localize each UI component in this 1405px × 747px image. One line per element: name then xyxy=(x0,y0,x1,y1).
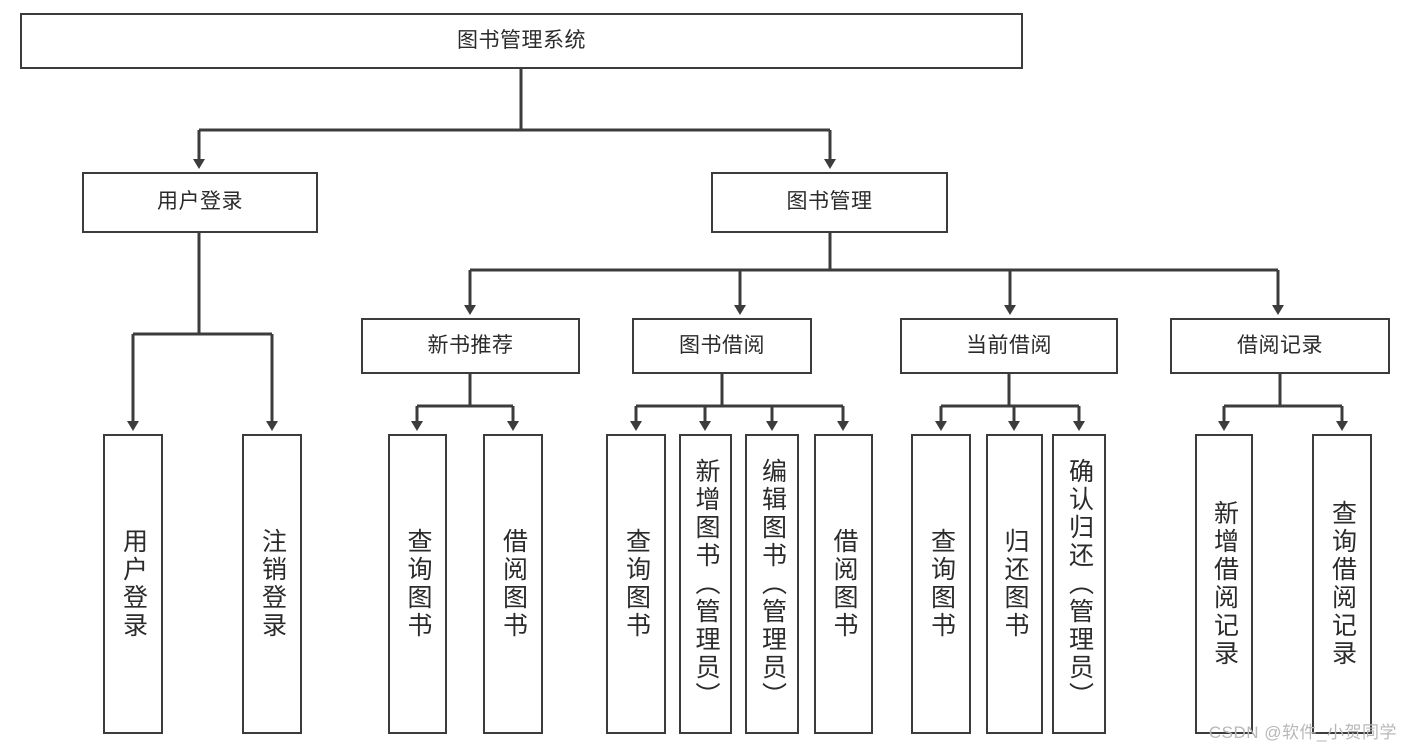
node-new-book-recommend[interactable]: 新书推荐 xyxy=(361,318,580,374)
leaf-node[interactable]: 用户登录 xyxy=(103,434,163,734)
leaf-node[interactable]: 借阅图书 xyxy=(483,434,543,734)
node-user-login[interactable]: 用户登录 xyxy=(82,172,318,233)
node-new-book-recommend-label: 新书推荐 xyxy=(427,333,514,357)
leaf-node[interactable]: 查询图书 xyxy=(911,434,971,734)
node-book-borrow-label: 图书借阅 xyxy=(679,333,765,357)
leaf-node-label: 借阅图书 xyxy=(499,528,528,640)
node-root[interactable]: 图书管理系统 xyxy=(20,13,1023,69)
leaf-node-label: 查询图书 xyxy=(927,528,956,640)
leaf-node[interactable]: 归还图书 xyxy=(986,434,1043,734)
node-borrow-record[interactable]: 借阅记录 xyxy=(1170,318,1390,374)
leaf-node[interactable]: 新增图书（管理员） xyxy=(679,434,732,734)
leaf-node-label: 用户登录 xyxy=(119,528,148,640)
node-book-management-label: 图书管理 xyxy=(786,190,873,214)
leaf-node[interactable]: 查询图书 xyxy=(606,434,666,734)
node-borrow-record-label: 借阅记录 xyxy=(1237,333,1323,357)
leaf-node[interactable]: 新增借阅记录 xyxy=(1195,434,1253,734)
node-root-label: 图书管理系统 xyxy=(457,28,586,52)
leaf-node-label: 新增借阅记录 xyxy=(1210,500,1239,668)
leaf-node[interactable]: 编辑图书（管理员） xyxy=(745,434,799,734)
node-current-borrow-label: 当前借阅 xyxy=(966,333,1052,357)
leaf-node-label: 查询借阅记录 xyxy=(1328,500,1357,668)
node-user-login-label: 用户登录 xyxy=(157,190,243,214)
leaf-node-label: 查询图书 xyxy=(404,528,432,640)
leaf-node[interactable]: 借阅图书 xyxy=(814,434,873,734)
leaf-node[interactable]: 查询借阅记录 xyxy=(1312,434,1372,734)
leaf-node-label: 注销登录 xyxy=(258,528,287,640)
leaf-node-label: 查询图书 xyxy=(622,528,651,640)
node-book-borrow[interactable]: 图书借阅 xyxy=(632,318,812,374)
node-book-management[interactable]: 图书管理 xyxy=(711,172,948,233)
leaf-node-label: 归还图书 xyxy=(1001,528,1029,640)
leaf-node-label: 借阅图书 xyxy=(830,528,858,640)
leaf-node[interactable]: 查询图书 xyxy=(388,434,447,734)
leaf-node-label: 确认归还（管理员） xyxy=(1065,458,1094,710)
leaf-node-label: 新增图书（管理员） xyxy=(692,458,720,710)
leaf-node[interactable]: 注销登录 xyxy=(242,434,302,734)
watermark-text: CSDN @软件_小贺同学 xyxy=(1208,723,1397,742)
node-current-borrow[interactable]: 当前借阅 xyxy=(900,318,1118,374)
leaf-node[interactable]: 确认归还（管理员） xyxy=(1052,434,1106,734)
leaf-node-label: 编辑图书（管理员） xyxy=(758,458,787,710)
